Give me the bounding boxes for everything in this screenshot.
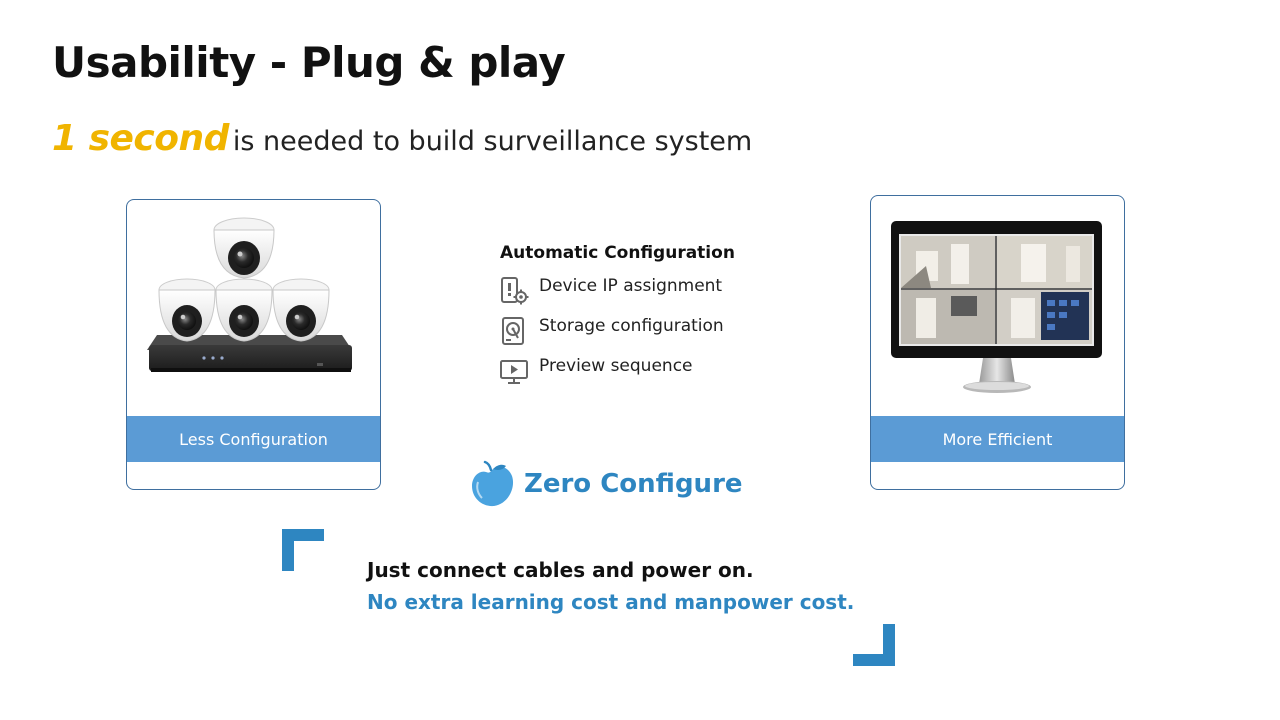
zero-configure-label: Zero Configure [524, 469, 743, 499]
less-configuration-card: Less Configuration [126, 199, 381, 490]
nvr-camera-kit-image [147, 217, 352, 372]
more-efficient-label: More Efficient [871, 416, 1124, 462]
feature-storage: Storage configuration [499, 316, 724, 346]
monitor-play-icon [500, 360, 528, 384]
hard-disk-icon [502, 317, 524, 345]
subtitle-text: is needed to build surveillance system [232, 126, 753, 157]
feature-preview: Preview sequence [499, 356, 693, 386]
device-ip-icon [501, 277, 529, 305]
bracket-bottom-right [853, 624, 895, 666]
zero-configure: Zero Configure [468, 460, 743, 508]
feature-preview-label: Preview sequence [539, 356, 693, 376]
bracket-top-left [282, 529, 324, 571]
feature-device-ip: Device IP assignment [499, 276, 722, 306]
slide-title: Usability - Plug & play [52, 38, 566, 87]
feature-storage-label: Storage configuration [539, 316, 724, 336]
more-efficient-card: More Efficient [870, 195, 1125, 490]
message-line-2: No extra learning cost and manpower cost… [367, 590, 855, 614]
automatic-configuration-heading: Automatic Configuration [500, 243, 735, 263]
monitor-live-view-image [891, 221, 1102, 393]
message-line-1: Just connect cables and power on. [367, 558, 754, 582]
fruit-logo-icon [472, 460, 514, 507]
less-configuration-label: Less Configuration [127, 416, 380, 462]
feature-device-ip-label: Device IP assignment [539, 276, 723, 296]
subtitle-highlight: 1 second [52, 118, 229, 159]
